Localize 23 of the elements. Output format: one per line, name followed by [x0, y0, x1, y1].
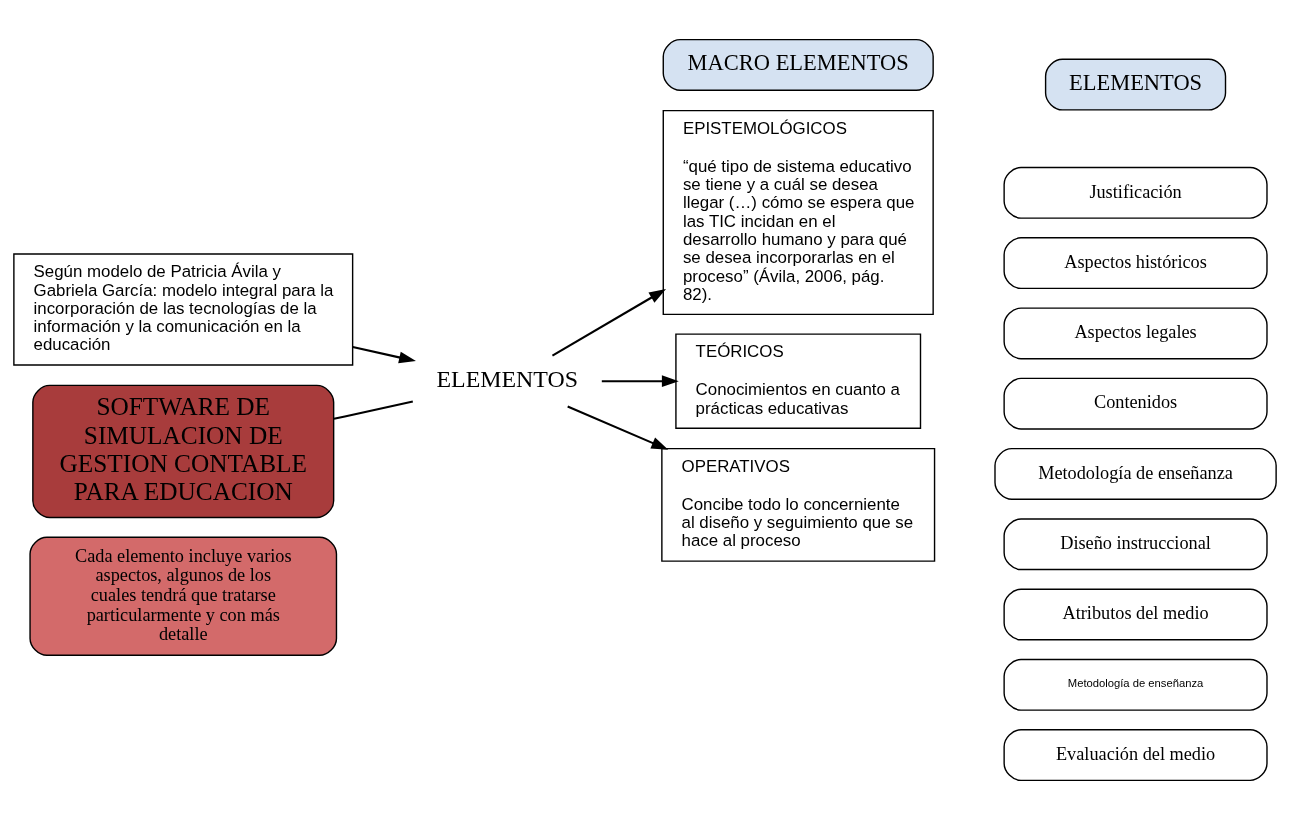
arrow [601, 375, 679, 388]
node-box: OPERATIVOS Concibe todo lo concerniente al diseño y seguimiento que se hace al proceso [661, 447, 936, 562]
arrow [567, 405, 669, 450]
arrow [352, 346, 416, 364]
node-box: Metodología de enseñanza [994, 447, 1277, 500]
arrow [551, 289, 666, 357]
node-box: Contenidos [1003, 377, 1268, 430]
node-box: Según modelo de Patricia Ávila y Gabriela García: modelo integral para la incorporación de las tecnologías de la información y la comunicación en la educación [13, 253, 354, 366]
node-box: Atributos del medio [1003, 588, 1268, 641]
node-box: ELEMENTOS [1044, 58, 1227, 111]
node-box: EPISTEMOLÓGICOS “qué tipo de sistema educativo se tiene y a cuál se desea llegar (…) cómo se espera que las TIC incidan en el desarrollo humano y para qué se desea incorporarlas en el proceso” (Ávila, 2006, pág. 82). [662, 109, 934, 316]
node-box: Aspectos históricos [1003, 237, 1268, 290]
node-box: Metodología de enseñanza [1003, 658, 1268, 711]
node-box: TEÓRICOS Conocimientos en cuanto a prácticas educativas [675, 333, 922, 429]
node-text: ELEMENTOS [436, 365, 578, 392]
node-box: Evaluación del medio [1003, 729, 1268, 782]
node-box: Justificación [1003, 166, 1268, 219]
node-box: MACRO ELEMENTOS [662, 38, 934, 91]
node-box: Diseño instruccional [1003, 518, 1268, 571]
connector [333, 400, 414, 420]
node-box: Aspectos legales [1003, 307, 1268, 360]
node-box: Cada elemento incluye varios aspectos, algunos de los cuales tendrá que tratarse particularmente y con más detalle [29, 536, 338, 656]
node-box: SOFTWARE DE SIMULACION DE GESTION CONTABLE PARA EDUCACION [32, 384, 335, 519]
